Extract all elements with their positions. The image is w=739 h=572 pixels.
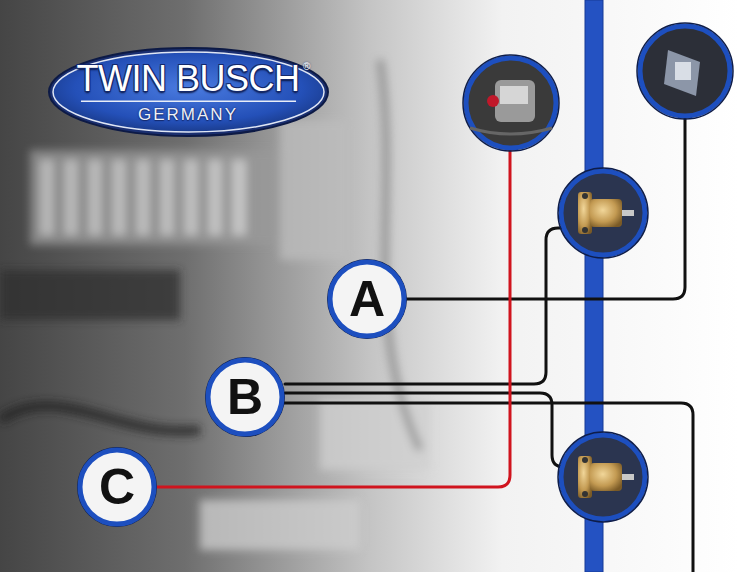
terminal-block: [30, 150, 280, 245]
photo-rim: [637, 23, 733, 119]
registered-mark: ®: [303, 62, 310, 72]
logo-face: [53, 52, 324, 132]
photo-rim: [558, 168, 648, 258]
terminal: [64, 160, 78, 235]
photo-frame: [561, 435, 645, 519]
terminal: [232, 160, 246, 235]
cable: [0, 406, 200, 431]
wires: [157, 117, 693, 572]
solenoid-pin: [622, 210, 634, 216]
screw: [582, 227, 588, 233]
screw: [582, 491, 588, 497]
logo-rule: [80, 100, 295, 102]
solenoid-photo: [558, 432, 648, 522]
terminal: [184, 160, 198, 235]
sensor-photo: [637, 23, 733, 119]
switch-body: [495, 80, 535, 122]
cable-duct: [0, 270, 180, 320]
connector-letter: A: [326, 258, 408, 340]
photo-frame: [640, 26, 730, 116]
logo-text: TWIN BUSCH: [77, 61, 300, 97]
terminal: [208, 160, 222, 235]
sensor-body: [675, 62, 691, 80]
sensor-bracket: [664, 50, 700, 96]
solenoid-coil: [590, 463, 622, 491]
photo-rim: [558, 432, 648, 522]
connector-letter: B: [204, 356, 286, 438]
photo-frame: [466, 58, 556, 148]
terminal: [88, 160, 102, 235]
mount: [470, 128, 552, 134]
solenoid-flange: [578, 456, 592, 498]
connector-letter: C: [76, 446, 158, 528]
screw: [582, 457, 588, 463]
solenoid-photo: [558, 168, 648, 258]
terminal-letter: C: [99, 462, 135, 512]
terminal: [40, 160, 54, 235]
photo-frame: [561, 171, 645, 255]
relay: [280, 120, 350, 260]
solenoid-coil: [590, 199, 622, 227]
terminal: [112, 160, 126, 235]
wire-b-upper: [285, 228, 566, 384]
terminal: [136, 160, 150, 235]
circle-face: [80, 450, 154, 524]
circle-face: [330, 262, 404, 336]
circle-rim: [327, 259, 407, 339]
terminal: [160, 160, 174, 235]
circle-face: [208, 360, 282, 434]
logo-rim: [49, 48, 328, 136]
switch-button: [487, 95, 499, 107]
terminal-letter: B: [227, 372, 263, 422]
logo-text: GERMANY: [138, 106, 238, 123]
solenoid-pin: [622, 474, 634, 480]
screw: [582, 193, 588, 199]
circle-rim: [77, 447, 157, 527]
solenoid-flange: [578, 192, 592, 234]
terminal-letter: A: [349, 274, 385, 324]
switch-photo: [463, 55, 559, 151]
brand-logo: TWIN BUSCH GERMANY: [47, 46, 330, 138]
switch-cover: [500, 86, 528, 104]
component: [200, 500, 360, 550]
photo-rim: [463, 55, 559, 151]
wire-c: [157, 150, 510, 487]
circle-rim: [205, 357, 285, 437]
